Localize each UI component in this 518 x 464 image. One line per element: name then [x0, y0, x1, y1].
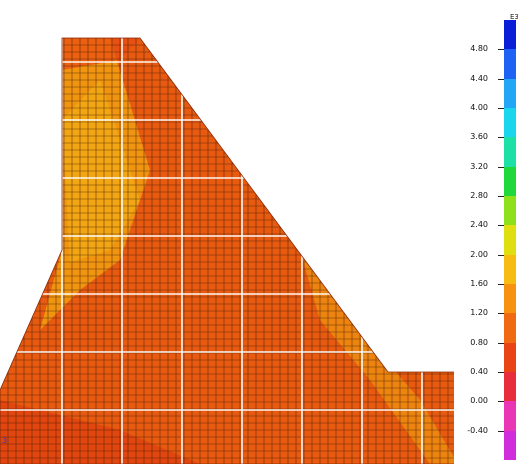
legend-tick — [498, 254, 504, 256]
legend-swatch — [504, 313, 516, 344]
legend-swatch — [504, 401, 516, 432]
legend-tick — [498, 372, 504, 373]
legend-value-label: 2.40 — [470, 220, 488, 230]
legend-tick — [498, 342, 504, 344]
axis-triad-label: 3 — [2, 436, 8, 445]
legend-swatch — [504, 137, 516, 168]
legend-value-label: 1.60 — [470, 279, 488, 288]
legend-tick — [498, 430, 504, 432]
legend-swatch — [504, 254, 516, 285]
legend-value-label: 2.80 — [470, 191, 488, 200]
legend-swatch — [504, 196, 516, 226]
legend-tick — [498, 225, 504, 227]
legend-tick — [498, 166, 504, 168]
legend-swatch — [504, 108, 516, 138]
legend-value-label: 2.00 — [470, 249, 488, 259]
legend-swatch — [504, 166, 516, 197]
legend-value-label: 3.60 — [470, 132, 488, 142]
legend-tick — [498, 196, 504, 197]
legend-swatch — [504, 284, 516, 314]
legend-tick — [498, 108, 504, 109]
legend-value-label: 4.40 — [470, 73, 488, 83]
legend-value-label: 4.80 — [470, 44, 488, 54]
legend-tick — [498, 49, 504, 51]
legend-swatch — [504, 430, 516, 461]
legend-swatch — [504, 342, 516, 373]
legend-value-label: 3.20 — [470, 161, 488, 171]
legend-value-label: 0.40 — [470, 367, 488, 376]
legend-tick — [498, 284, 504, 285]
legend-value-label: 4.00 — [470, 103, 488, 112]
axis-triad-icon: 3 — [2, 436, 7, 445]
legend-value-label: -0.40 — [467, 425, 488, 435]
legend-tick — [498, 401, 504, 403]
legend-tick — [498, 78, 504, 80]
legend-swatch — [504, 20, 516, 50]
contour-legend: 4.80 4.40 4.00 3.60 3.20 2.80 2.40 2.00 1.60 1.20… — [454, 8, 518, 461]
dam-body — [0, 38, 454, 464]
legend-value-label: 0.00 — [470, 396, 488, 406]
dam-outline — [0, 37, 454, 464]
legend-value-label: 0.80 — [470, 337, 488, 347]
legend-swatch — [504, 78, 516, 109]
legend-swatch — [504, 225, 516, 256]
dam-stress-contour-plot — [0, 37, 454, 464]
legend-tick — [498, 137, 504, 139]
legend-swatch — [504, 49, 516, 80]
legend-value-label: 1.20 — [470, 308, 488, 318]
legend-swatch — [504, 372, 516, 402]
legend-tick — [498, 313, 504, 315]
legend-unit-label: E3 — [510, 13, 518, 21]
